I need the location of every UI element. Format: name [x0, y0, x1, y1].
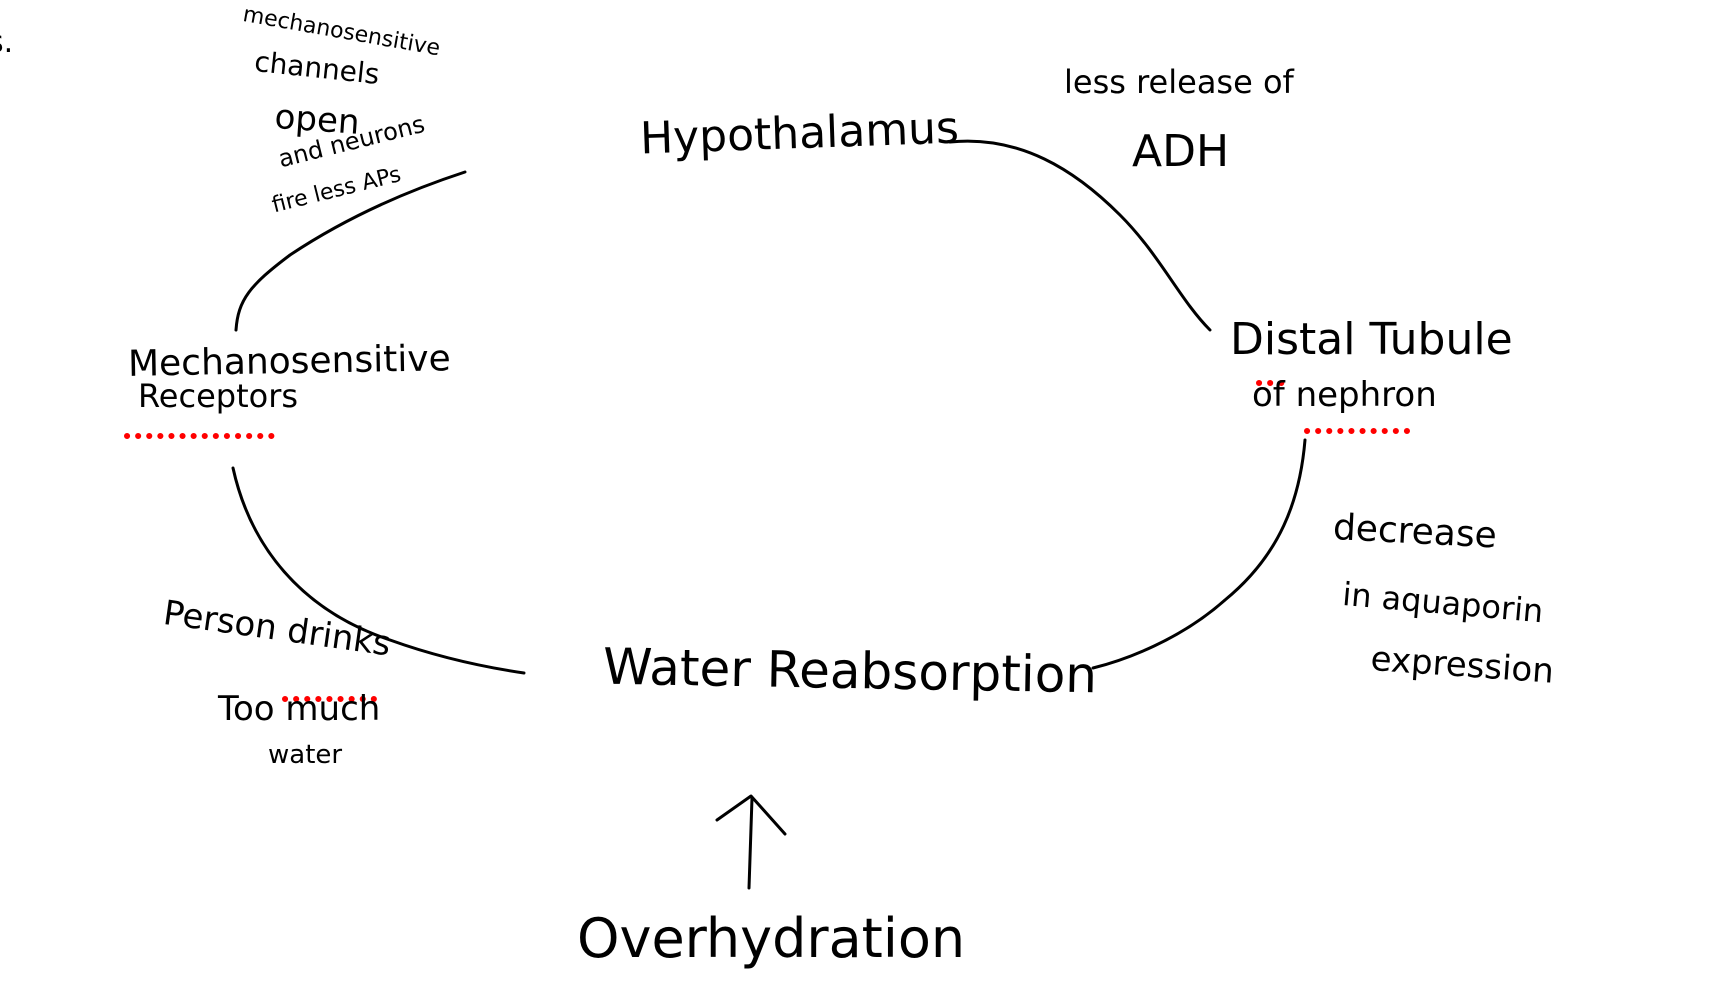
node-water-reabsorption: Water Reabsorption: [602, 637, 1098, 705]
arrow-overhydration-head: [715, 794, 787, 836]
annotation-aquaporin-line1: decrease: [1332, 507, 1498, 557]
arrow-overhydration-shaft: [747, 796, 754, 890]
node-mechanosensitive-receptors-sub: Receptors: [138, 377, 299, 415]
annotation-drinks-line3: water: [268, 740, 343, 770]
arrow-hypothalamus-to-tubule: [948, 139, 1212, 332]
node-overhydration: Overhydration: [577, 907, 966, 970]
stray-edge-text: s.: [0, 25, 14, 60]
annotation-adh-line2: ADH: [1132, 126, 1230, 177]
node-distal-tubule: Distal Tubule: [1230, 314, 1513, 365]
annotation-adh-line1: less release of: [1064, 63, 1294, 101]
annotation-drinks-line2: Too much: [218, 689, 381, 729]
arrow-tubule-to-reabsorption: [1091, 438, 1307, 670]
node-distal-tubule-sub: of nephron: [1252, 375, 1437, 415]
arrow-receptors-to-drinks: [231, 466, 526, 675]
node-hypothalamus: Hypothalamus: [639, 102, 960, 165]
arrow-receptors-to-hypothalamus: [234, 170, 467, 332]
